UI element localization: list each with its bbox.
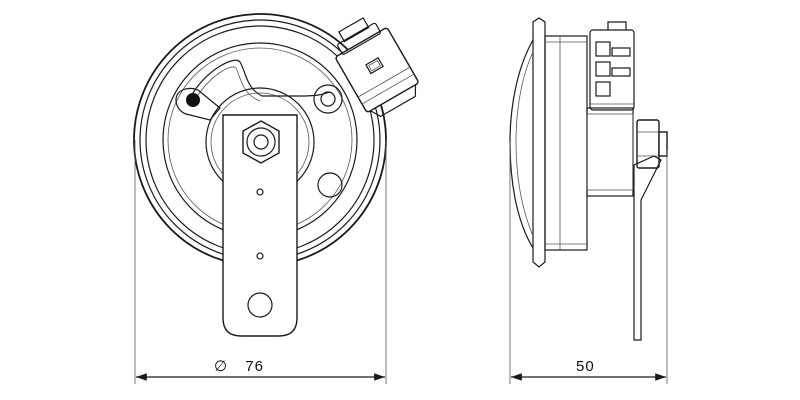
bracket-pin-1 [256,188,264,196]
contact-wire [189,59,331,99]
front-view: ∅ 76 [133,13,419,384]
nut-bolt [253,134,269,150]
contact-wire-2 [193,66,261,103]
side-flange [532,17,546,268]
depth-label: 50 [576,358,595,375]
terminal-dot [186,93,200,107]
ring-terminal-hole [320,91,336,107]
nut-washer [246,127,276,157]
mounting-bracket [222,114,298,337]
side-nut [636,119,660,169]
ring-terminal-outer [313,84,343,114]
diameter-symbol: ∅ [214,358,228,375]
side-view: 50 [509,17,668,384]
electrical-connector [335,17,419,118]
terminal-lug [175,87,221,121]
bracket-pin-2 [256,252,264,260]
side-hole [317,172,343,198]
side-bracket [633,155,662,341]
diameter-value: 76 [245,358,264,375]
side-dome [509,39,534,249]
side-rear-can [586,107,634,197]
hex-nut [242,120,280,164]
side-dome-inner [515,51,534,237]
side-housing [544,35,588,251]
side-connector [589,21,635,111]
bracket-mount-hole [247,292,273,318]
side-bolt-end [658,131,668,157]
diameter-label: ∅ 76 [214,358,264,375]
